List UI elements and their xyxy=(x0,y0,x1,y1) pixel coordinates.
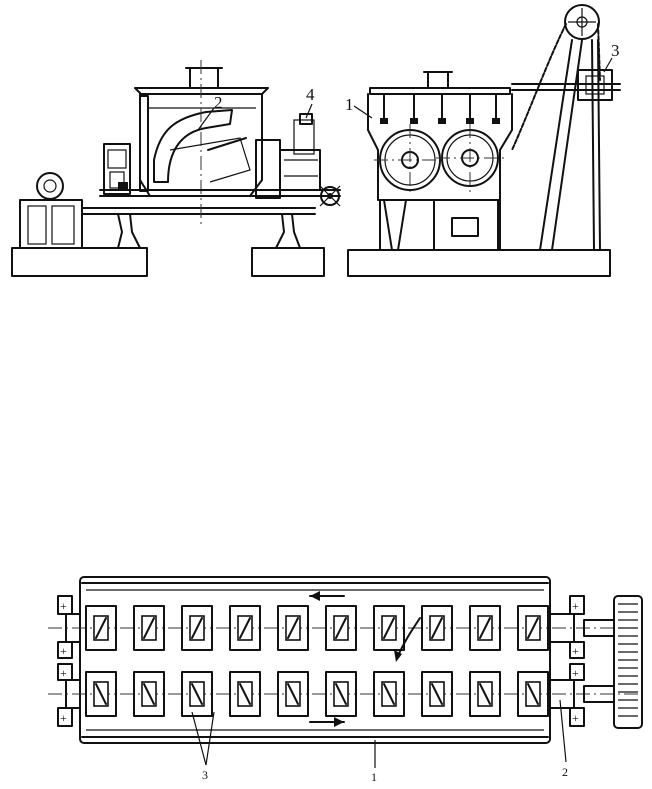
paddle-block xyxy=(181,671,213,717)
paddle-blade xyxy=(527,617,539,639)
paddle-block xyxy=(325,605,357,651)
paddle-block xyxy=(421,671,453,717)
lid-clamps xyxy=(380,93,500,124)
paddle-block xyxy=(133,605,165,651)
paddle-blade xyxy=(191,617,203,639)
paddle-block xyxy=(373,605,405,651)
paddle-blade xyxy=(239,683,251,705)
mixer-trough xyxy=(134,60,269,224)
paddle-blade xyxy=(431,617,443,639)
label-lower-1: 1 xyxy=(371,770,377,784)
label-lower-2: 2 xyxy=(562,765,568,779)
paddle-blade xyxy=(239,617,251,639)
svg-text:+: + xyxy=(572,599,579,613)
paddle-blade xyxy=(431,683,443,705)
paddle-block xyxy=(85,671,117,717)
right-bearings: + + + + xyxy=(549,595,585,727)
paddle-block xyxy=(517,605,549,651)
upper-shaft-paddles xyxy=(85,605,549,651)
svg-text:+: + xyxy=(60,644,67,658)
left-gearbox xyxy=(103,143,131,195)
paddle-blade xyxy=(95,617,107,639)
paddle-block xyxy=(229,671,261,717)
paddle-blade xyxy=(383,683,395,705)
paddle-block xyxy=(229,605,261,651)
paddle-block xyxy=(277,605,309,651)
paddle-blade xyxy=(479,683,491,705)
paddle-blade xyxy=(335,683,347,705)
paddle-block xyxy=(469,605,501,651)
paddle-blade xyxy=(287,617,299,639)
drive-gear xyxy=(613,595,643,729)
right-drive xyxy=(255,113,341,207)
paddle-block xyxy=(469,671,501,717)
label-upper-1: 1 xyxy=(345,95,354,114)
paddle-block xyxy=(421,605,453,651)
paddle-block xyxy=(133,671,165,717)
paddle-blade xyxy=(191,683,203,705)
paddle-blade xyxy=(383,617,395,639)
paddle-block xyxy=(181,605,213,651)
upper-labels: 1 2 3 4 xyxy=(197,41,620,131)
gear-left xyxy=(374,124,446,196)
label-upper-3: 3 xyxy=(611,41,620,60)
svg-text:+: + xyxy=(572,644,579,658)
twin-shaft-top-view: + + + + + + + + xyxy=(48,576,643,768)
label-upper-2: 2 xyxy=(214,93,223,112)
lower-labels: 1 2 3 xyxy=(202,765,568,784)
paddle-blade xyxy=(143,617,155,639)
paddle-blade xyxy=(335,617,347,639)
svg-text:+: + xyxy=(60,711,67,725)
paddle-block xyxy=(277,671,309,717)
label-lower-3: 3 xyxy=(202,768,208,782)
paddle-block xyxy=(85,605,117,651)
mixer-side-view xyxy=(11,60,341,277)
tilting-motor xyxy=(577,69,613,101)
gear-right xyxy=(436,124,504,194)
svg-text:+: + xyxy=(572,666,579,680)
svg-text:+: + xyxy=(60,599,67,613)
paddle-blade xyxy=(527,683,539,705)
motor xyxy=(19,172,83,249)
paddle-blade xyxy=(287,683,299,705)
pulley xyxy=(564,4,600,40)
left-bearings: + + + + xyxy=(57,595,81,727)
svg-text:+: + xyxy=(60,666,67,680)
paddle-blade xyxy=(143,683,155,705)
flow-arrows xyxy=(309,591,421,727)
paddle-blade xyxy=(95,683,107,705)
paddle-block xyxy=(373,671,405,717)
lower-shaft-paddles xyxy=(85,671,549,717)
svg-text:+: + xyxy=(572,711,579,725)
paddle-blade xyxy=(479,617,491,639)
label-upper-4: 4 xyxy=(306,85,315,104)
paddle-block xyxy=(517,671,549,717)
mixer-front-view xyxy=(347,4,621,277)
paddle-block xyxy=(325,671,357,717)
